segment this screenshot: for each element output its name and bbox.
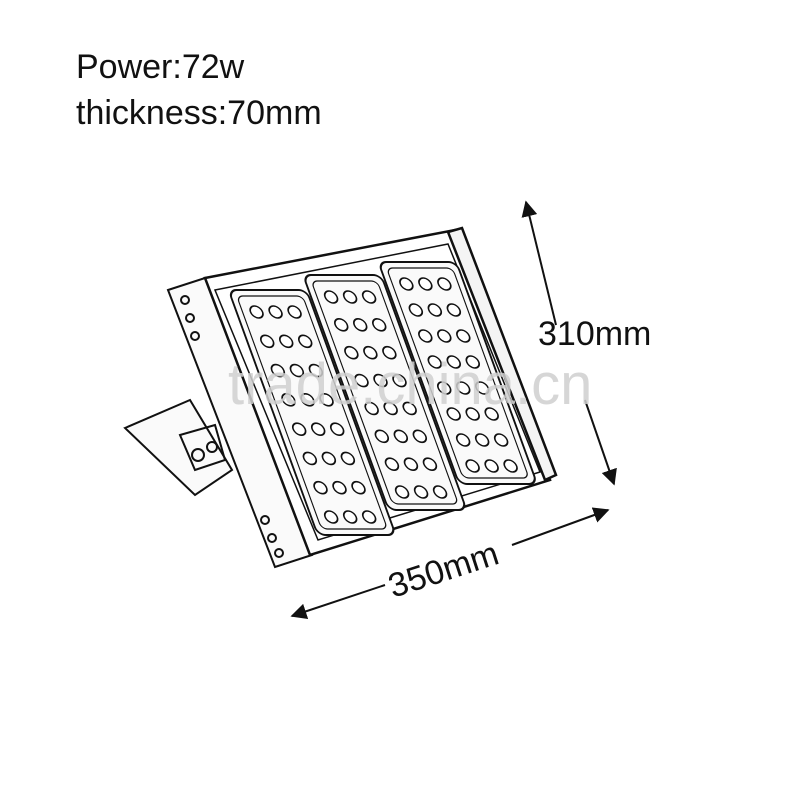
led-lens [465, 355, 480, 369]
led-lens [446, 407, 461, 421]
led-lens [291, 422, 307, 436]
led-lens [310, 422, 326, 436]
thickness-spec: thickness:70mm [76, 94, 322, 132]
led-lens [281, 393, 296, 407]
led-lens [354, 373, 369, 388]
led-lens [456, 329, 471, 343]
led-lens [361, 290, 377, 304]
led-lens [455, 433, 471, 447]
led-lens [372, 318, 387, 332]
led-lens [319, 393, 334, 407]
led-lens [446, 303, 462, 317]
led-panel [229, 289, 395, 536]
led-lens [484, 459, 499, 473]
led-panel [304, 274, 466, 511]
height-dimension-label: 310mm [538, 315, 651, 353]
led-lens [329, 422, 345, 436]
led-lens [353, 318, 368, 332]
led-lens [408, 303, 424, 317]
led-lens [427, 355, 442, 369]
led-lens [287, 305, 302, 319]
led-lens [474, 381, 490, 395]
led-lens [437, 329, 452, 343]
led-lens [412, 429, 428, 444]
led-lens [394, 485, 410, 499]
led-lens [374, 429, 390, 444]
led-lens [342, 510, 358, 524]
led-lens [465, 459, 480, 473]
led-lens [278, 334, 294, 349]
power-spec: Power:72w [76, 48, 245, 86]
led-lens [323, 510, 339, 524]
led-lens [446, 355, 461, 369]
led-lens [418, 277, 433, 291]
led-lens [455, 381, 471, 395]
led-lens [268, 305, 283, 319]
led-lens [384, 457, 400, 471]
width-arrow-right [511, 507, 610, 546]
led-lens [332, 480, 347, 495]
led-lens [437, 277, 452, 291]
led-lens [493, 433, 509, 447]
led-lens [503, 459, 518, 473]
watermark-text: trade.china.cn [228, 352, 592, 417]
led-lens [313, 480, 328, 495]
led-lens [399, 277, 414, 291]
height-arrow-upper [521, 200, 557, 326]
led-lens [484, 407, 499, 421]
led-panel [379, 261, 536, 485]
led-lens [382, 345, 397, 360]
led-lens [432, 485, 448, 499]
led-lens [402, 401, 417, 416]
mounting-bracket [123, 398, 234, 497]
width-arrow-left [290, 584, 386, 620]
led-lens [334, 318, 349, 332]
led-lens [392, 373, 407, 388]
led-lens [340, 451, 356, 466]
led-lens [321, 451, 337, 466]
led-lens [270, 363, 286, 378]
led-lens [308, 363, 324, 378]
led-lens [344, 345, 359, 360]
led-lens [342, 290, 358, 304]
led-lens [297, 334, 313, 349]
height-arrow-lower [584, 399, 617, 486]
led-lens [259, 334, 275, 349]
width-dimension-label: 350mm [384, 534, 504, 605]
led-lens [323, 290, 339, 304]
led-lens [289, 363, 305, 378]
led-lens [364, 401, 379, 416]
led-lens [418, 329, 433, 343]
led-lens [465, 407, 480, 421]
led-lens [351, 480, 366, 495]
led-lens [249, 305, 264, 319]
led-lens [373, 373, 388, 388]
led-modules [229, 261, 536, 536]
dimension-lines [290, 200, 617, 620]
led-lens [363, 345, 378, 360]
led-lens [403, 457, 419, 471]
led-lens [422, 457, 438, 471]
led-lens [427, 303, 443, 317]
led-lens [302, 451, 318, 466]
led-lens [300, 393, 315, 407]
led-lens [383, 401, 398, 416]
led-lens [361, 510, 377, 524]
led-lens [474, 433, 490, 447]
led-lens [393, 429, 409, 444]
led-lens [413, 485, 429, 499]
led-lens [436, 381, 452, 395]
